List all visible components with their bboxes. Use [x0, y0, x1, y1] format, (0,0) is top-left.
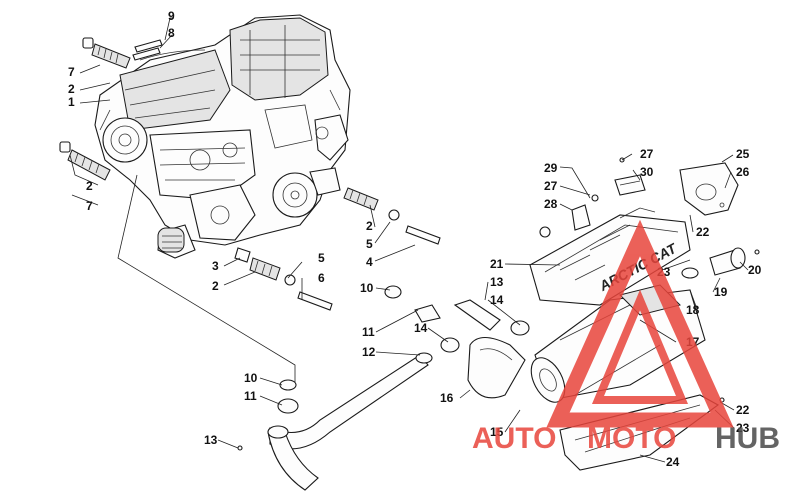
- callout-19: 19: [714, 285, 728, 299]
- engine-mount-studs-lower: [59, 141, 111, 181]
- callout-3: 3: [212, 259, 219, 273]
- callout-13: 13: [204, 433, 218, 447]
- callout-28: 28: [544, 197, 558, 211]
- callout-29: 29: [544, 161, 558, 175]
- engine-assembly: [94, 14, 351, 259]
- callout-22: 22: [736, 403, 750, 417]
- callout-27: 27: [640, 147, 654, 161]
- exhaust-gasket-set-right: [384, 285, 530, 353]
- callout-10: 10: [360, 281, 374, 295]
- callout-2: 2: [68, 82, 75, 96]
- callout-30: 30: [640, 165, 654, 179]
- exhaust-mid-pipe: [453, 299, 526, 399]
- callout-12: 12: [362, 345, 376, 359]
- callout-7: 7: [86, 199, 93, 213]
- callout-8: 8: [168, 26, 175, 40]
- callout-22: 22: [696, 225, 710, 239]
- callout-16: 16: [440, 391, 454, 405]
- callout-18: 18: [686, 303, 700, 317]
- callout-25: 25: [736, 147, 750, 161]
- callout-20: 20: [748, 263, 762, 277]
- callout-23: 23: [736, 421, 750, 435]
- callout-27: 27: [544, 179, 558, 193]
- callout-7: 7: [68, 65, 75, 79]
- callout-13: 13: [490, 275, 504, 289]
- callout-2: 2: [366, 219, 373, 233]
- engine-mount-studs-right: [343, 187, 441, 245]
- callout-15: 15: [490, 425, 504, 439]
- watermark: AUTO MOTO HUB: [472, 219, 780, 455]
- callout-24: 24: [666, 455, 680, 469]
- assembly-frame-line: [117, 174, 296, 385]
- callout-11: 11: [244, 389, 257, 403]
- exhaust-gasket-set-left: [237, 379, 299, 451]
- watermark-hub: HUB: [715, 422, 780, 455]
- watermark-moto: MOTO: [587, 422, 676, 455]
- callout-26: 26: [736, 165, 750, 179]
- callout-14: 14: [414, 321, 428, 335]
- watermark-triangle-logo: [546, 219, 734, 428]
- callout-5: 5: [366, 237, 373, 251]
- callout-10: 10: [244, 371, 258, 385]
- heat-shield-plate: [679, 162, 739, 216]
- exhaust-head-pipe: [267, 352, 433, 491]
- callout-21: 21: [490, 257, 504, 271]
- muffler-bracket: [539, 157, 646, 238]
- callout-1: 1: [68, 95, 75, 109]
- callout-2: 2: [212, 279, 219, 293]
- engine-mount-studs-upper: [82, 37, 131, 69]
- callout-9: 9: [168, 9, 175, 23]
- decal-labels: [132, 39, 163, 61]
- engine-mount-studs-bottom: [234, 247, 333, 311]
- callout-2: 2: [86, 179, 93, 193]
- callout-5: 5: [318, 251, 325, 265]
- callout-4: 4: [366, 255, 373, 269]
- callout-6: 6: [318, 271, 325, 285]
- watermark-auto: AUTO: [472, 422, 556, 455]
- callout-11: 11: [362, 325, 375, 339]
- callout-14: 14: [490, 293, 504, 307]
- callout-numbers: 9 8 7 2 1 2 7 2 5 4 3 2 5 6 29 27 28 27 …: [68, 9, 762, 469]
